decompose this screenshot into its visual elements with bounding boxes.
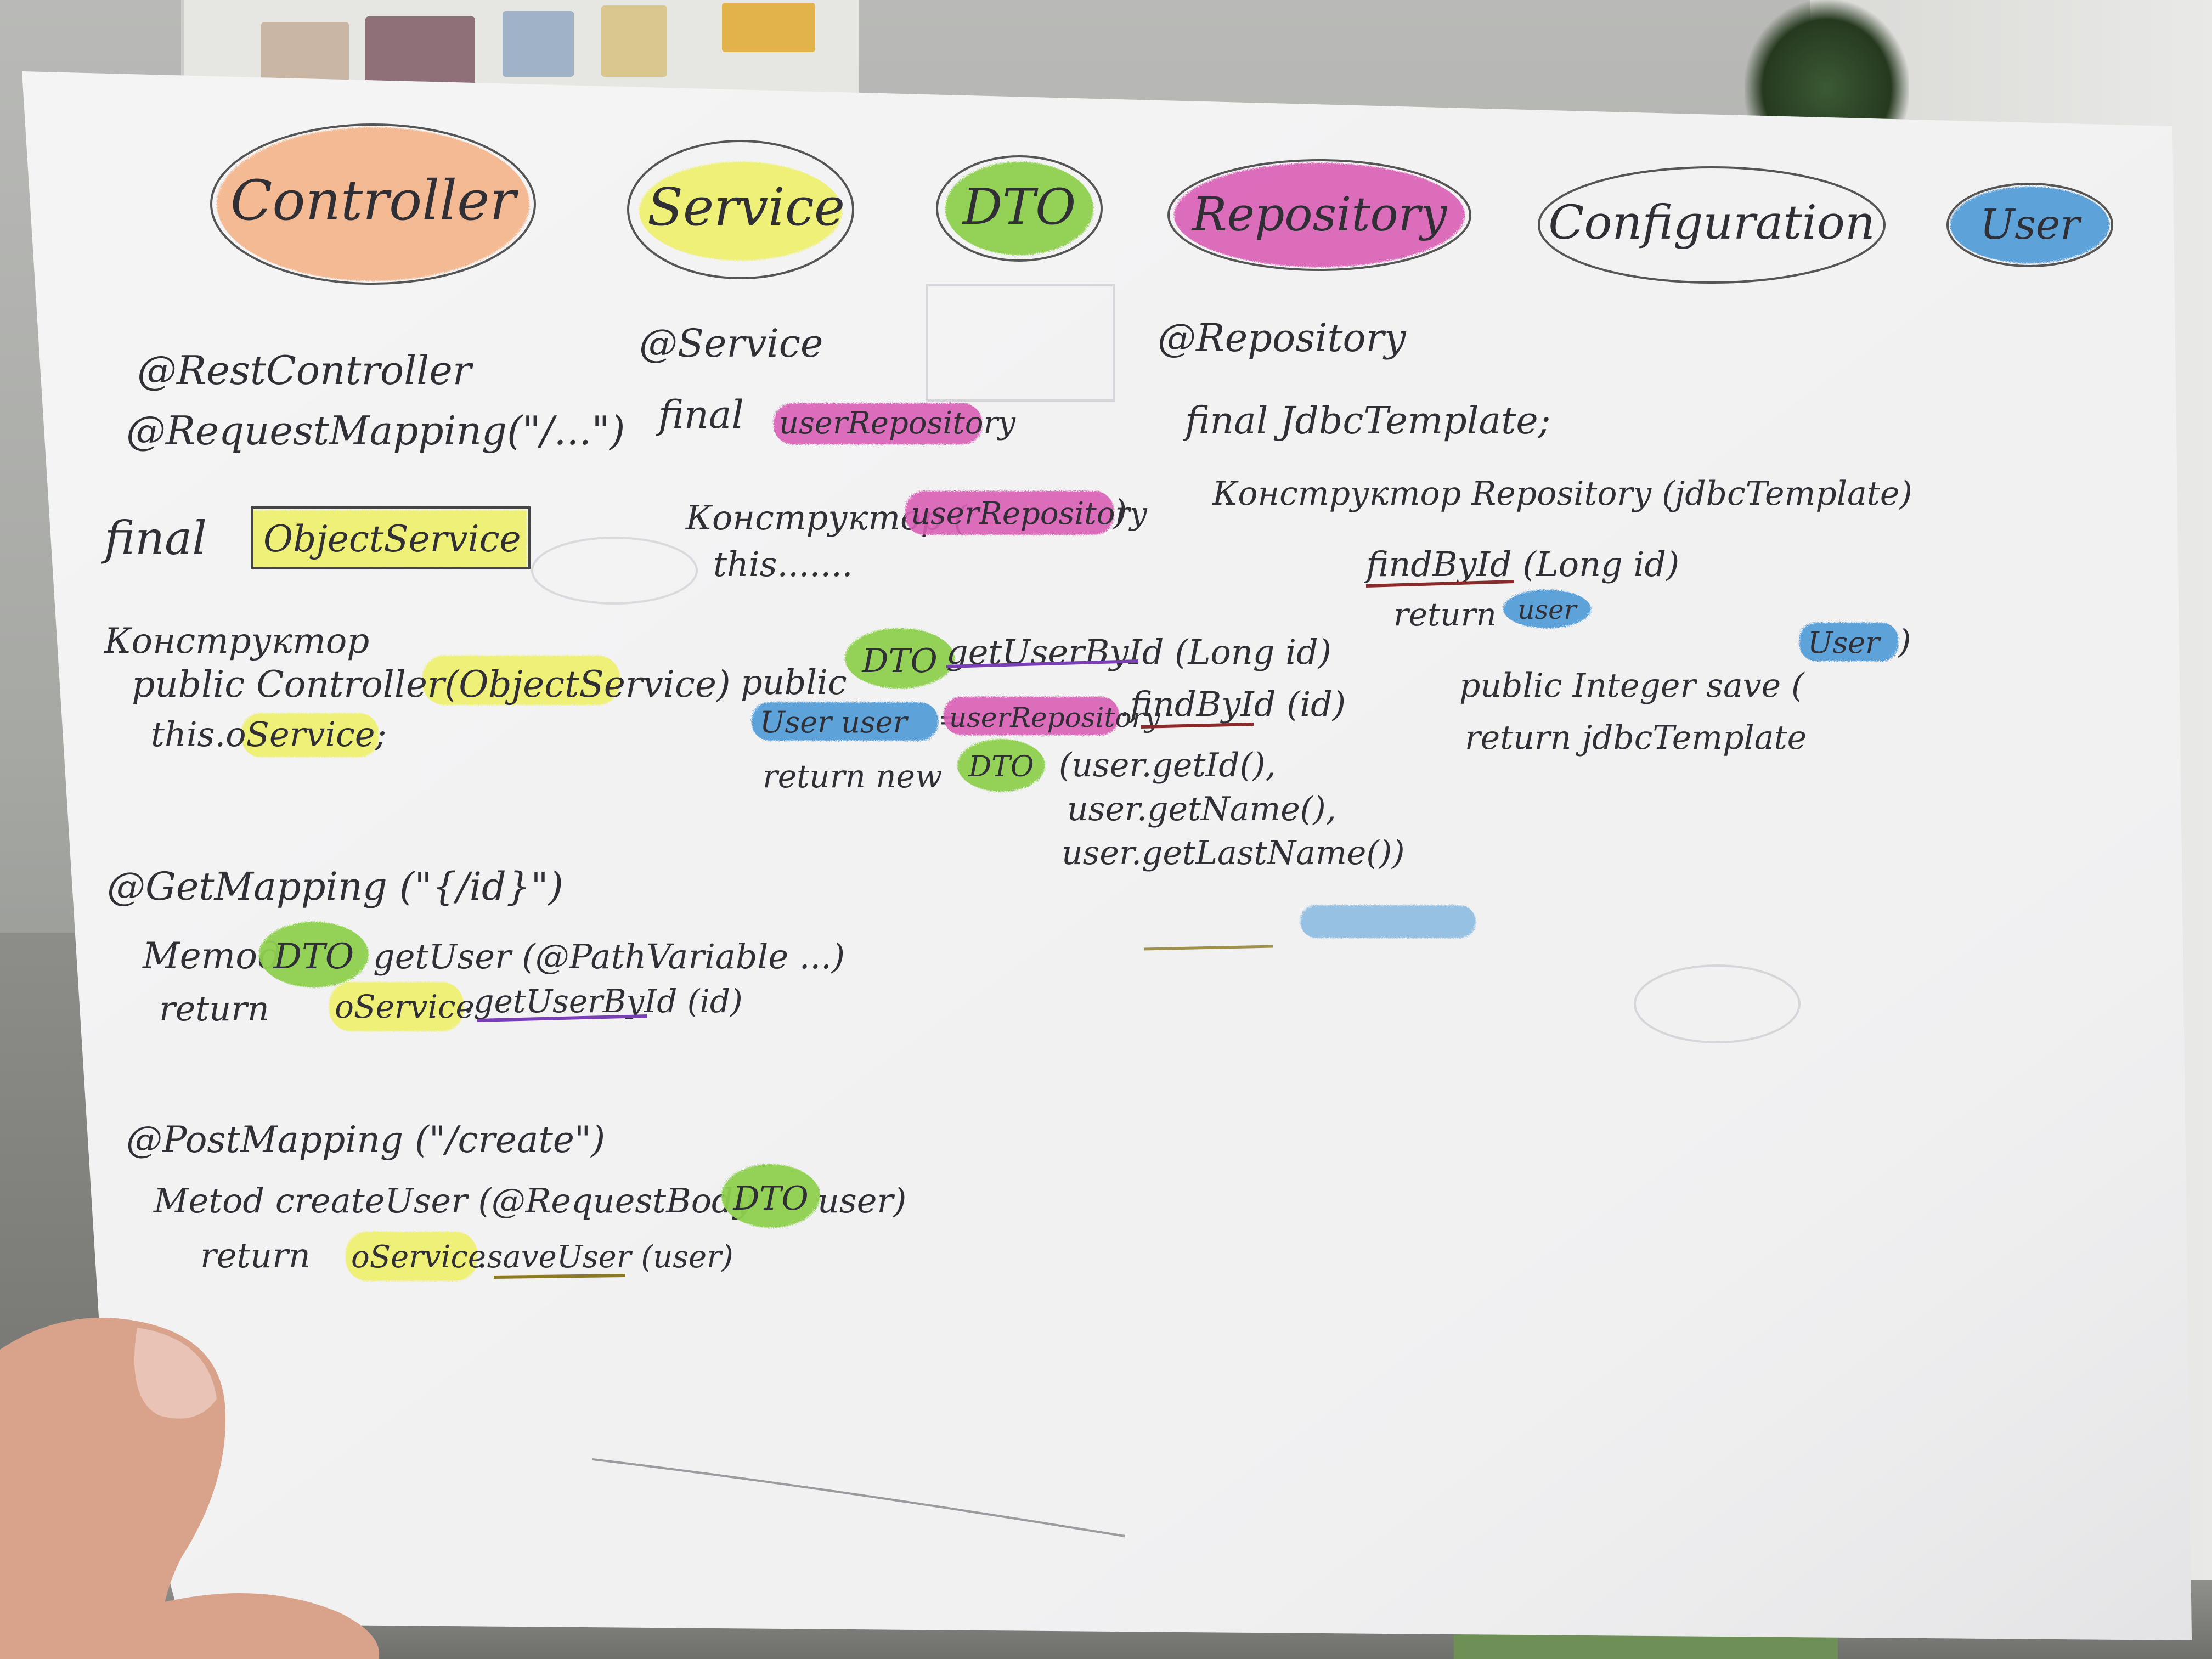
dto-label: DTO — [962, 178, 1076, 236]
get-return-call: .getUserById (id) — [464, 983, 743, 1020]
post-return-call: .saveUser (user) — [477, 1239, 733, 1275]
olive-underline-faint — [1143, 945, 1273, 951]
fridge-magnet — [365, 16, 475, 88]
return-arg-lastname: user.getLastName()) — [1062, 834, 1405, 872]
erased-oval-right — [1634, 964, 1801, 1043]
service-method-dto: DTO — [861, 642, 937, 680]
paper-shading — [22, 71, 2192, 1640]
fridge-magnet — [601, 5, 667, 77]
dto-oval: DTO — [936, 155, 1103, 262]
get-mapping-annotation: @GetMapping ("{/id}") — [107, 864, 563, 909]
service-oval: Service — [627, 140, 854, 279]
post-return-keyword: return — [200, 1235, 311, 1276]
service-this-line: this....... — [713, 544, 853, 584]
repository-return-user: user — [1518, 595, 1578, 625]
configuration-label: Configuration — [1548, 196, 1875, 250]
get-return-keyword: return — [159, 989, 269, 1029]
post-method-dto: DTO — [732, 1180, 808, 1218]
blue-scribble — [1300, 905, 1476, 938]
find-by-id-call: .findById (id) — [1119, 684, 1346, 724]
service-final-field: userRepository — [779, 405, 1016, 441]
post-method-suffix: user) — [817, 1181, 906, 1221]
background-plant — [1745, 0, 1909, 126]
underline-repo-findbyid — [1365, 580, 1515, 588]
fridge-magnet — [503, 11, 574, 77]
controller-constructor: public Controller(ObjectService) — [132, 663, 731, 706]
erased-oval — [531, 537, 698, 605]
return-new-dto: DTO — [968, 751, 1034, 783]
service-annotation: @Service — [639, 321, 823, 366]
hand-finger — [143, 1593, 380, 1659]
repository-final-field: final JdbcTemplate; — [1182, 399, 1551, 443]
post-method-signature: Metod createUser (@RequestBody — [153, 1181, 753, 1221]
service-final-keyword: final — [656, 392, 744, 437]
repository-save-return: return jdbcTemplate — [1465, 719, 1807, 757]
repository-oval: Repository — [1167, 159, 1471, 271]
repository-findbyid: findById (Long id) — [1364, 544, 1679, 584]
layer-ovals: Controller Service DTO Repository — [210, 123, 2113, 285]
get-return-service: oService — [335, 988, 475, 1025]
service-column: @Service final userRepository Конструкто… — [639, 321, 1405, 872]
rest-controller-annotation: @RestController — [137, 347, 473, 393]
repository-return-keyword: return — [1393, 596, 1497, 633]
underline-service-getuserbyid — [946, 659, 1139, 668]
underline-findbyid — [1141, 723, 1254, 729]
final-keyword: final — [101, 511, 207, 565]
pencil-stroke — [592, 1458, 1125, 1537]
repository-constructor: Конструктор Repository (jdbcTemplate) — [1212, 475, 1912, 513]
get-method-signature: getUser (@PathVariable ...) — [373, 936, 845, 977]
service-constructor-suffix: ) — [1113, 492, 1127, 532]
faint-marks — [531, 284, 1801, 1537]
get-method-prefix: Метод — [142, 935, 280, 977]
service-label: Service — [647, 177, 845, 238]
get-method-dto: DTO — [273, 936, 354, 977]
controller-label: Controller — [230, 168, 518, 233]
repository-save-signature: public Integer save ( — [1459, 667, 1805, 705]
post-return-service: oService — [351, 1239, 486, 1275]
request-mapping-annotation: @RequestMapping("/...") — [126, 408, 625, 454]
controller-oval: Controller — [210, 123, 536, 285]
service-method-prefix: public — [741, 662, 847, 702]
user-oval: User — [1946, 183, 2113, 267]
repository-annotation: @Repository — [1158, 315, 1407, 360]
object-service-field: ObjectService — [263, 518, 521, 560]
controller-column: @RestController @RequestMapping("/...") … — [101, 347, 906, 1281]
user-repository-ref: userRepository — [949, 702, 1160, 733]
repository-save-user: User — [1808, 625, 1881, 660]
fridge-magnet — [722, 3, 815, 52]
user-variable: User user — [760, 705, 909, 740]
underline-saveuser — [493, 1274, 626, 1279]
return-new-keyword: return new — [763, 758, 943, 795]
repository-save-suffix: ) — [1897, 623, 1911, 661]
fridge-magnet — [261, 22, 349, 82]
return-arg-name: user.getName(), — [1067, 790, 1336, 828]
erased-box — [926, 284, 1115, 402]
configuration-oval: Configuration — [1538, 166, 1886, 284]
repository-column: @Repository final JdbcTemplate; Конструк… — [1158, 315, 1912, 757]
post-mapping-annotation: @PostMapping ("/create") — [126, 1119, 605, 1161]
service-constructor-param: userRepository — [911, 496, 1148, 532]
thumb-nail — [134, 1328, 217, 1419]
repository-label: Repository — [1191, 188, 1448, 242]
return-arg-id: (user.getId(), — [1059, 746, 1276, 785]
underline-getuserbyid — [477, 1014, 648, 1022]
constructor-word: Конструктор — [104, 621, 369, 662]
user-label: User — [1980, 200, 2082, 249]
hand — [0, 1317, 380, 1659]
this-assignment: this.oService; — [151, 714, 387, 754]
